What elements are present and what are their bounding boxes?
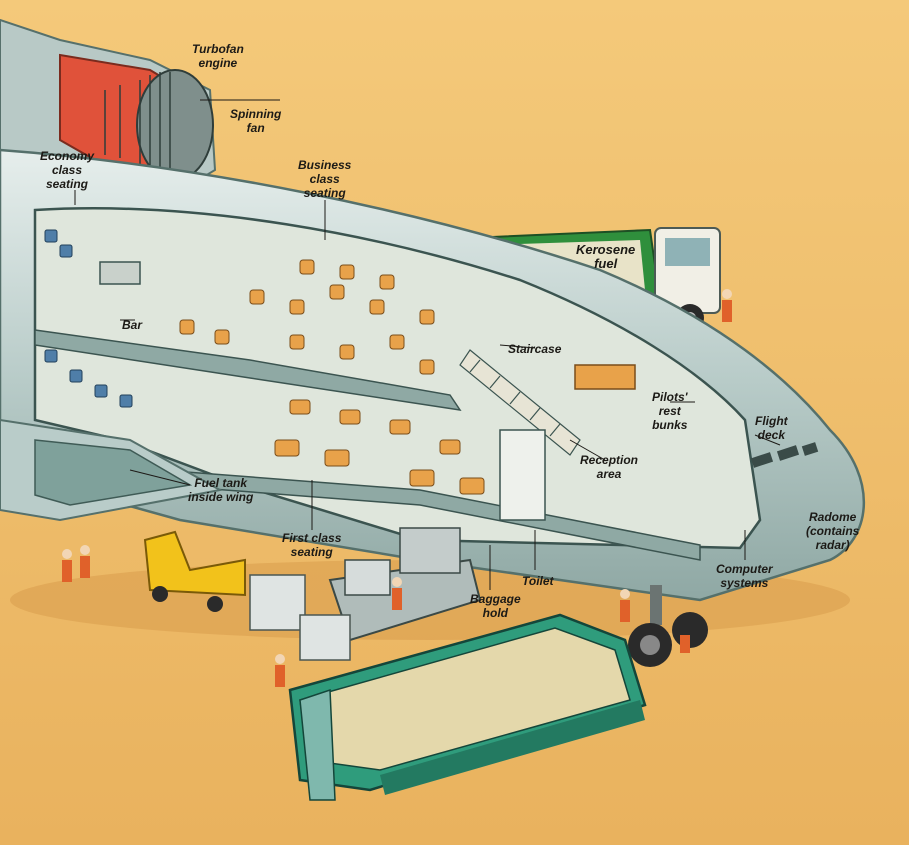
- label-baggage-hold: Baggage hold: [470, 592, 521, 620]
- label-bar: Bar: [122, 318, 142, 332]
- label-spinning-fan: Spinning fan: [230, 107, 281, 135]
- staircase: [459, 349, 581, 456]
- label-turbofan-engine: Turbofan engine: [192, 42, 244, 70]
- label-line: Economy: [40, 149, 95, 163]
- label-line: Flight: [755, 414, 788, 428]
- label-line: radar): [815, 538, 850, 552]
- label-line: seating: [290, 545, 333, 559]
- label-line: fan: [246, 121, 265, 135]
- reception-desk: [574, 364, 636, 390]
- label-line: engine: [198, 56, 238, 70]
- label-line: First class: [282, 531, 342, 545]
- label-line: Pilots': [652, 390, 688, 404]
- label-line: Fuel tank: [194, 476, 248, 490]
- label-flight-deck: Flight deck: [755, 414, 788, 442]
- label-economy-class-seating: Economy class seating: [40, 149, 94, 191]
- label-staircase: Staircase: [508, 342, 561, 356]
- label-line: fuel: [594, 256, 618, 271]
- label-line: bunks: [652, 418, 688, 432]
- label-line: Kerosene: [576, 242, 636, 257]
- passenger-bus: [288, 613, 647, 801]
- economy-seats: [44, 229, 133, 408]
- cabin-cutaway: [33, 207, 762, 550]
- label-line: Radome: [809, 510, 857, 524]
- fuel-tank: [34, 439, 193, 506]
- label-toilet: Toilet: [522, 574, 554, 588]
- bar-counter: [99, 261, 141, 285]
- label-fuel-tank-inside-wing: Fuel tank inside wing: [188, 476, 253, 504]
- label-line: Toilet: [522, 574, 554, 588]
- label-computer-systems: Computer systems: [716, 562, 773, 590]
- label-line: seating: [46, 177, 89, 191]
- label-line: seating: [303, 186, 346, 200]
- label-line: inside wing: [188, 490, 254, 504]
- label-reception-area: Reception area: [580, 453, 638, 481]
- baggage-cart: [143, 530, 246, 612]
- label-line: class: [51, 163, 83, 177]
- label-business-class-seating: Business class seating: [298, 158, 351, 200]
- label-line: class: [309, 172, 340, 186]
- label-line: hold: [482, 606, 508, 620]
- label-pilots-rest-bunks: Pilots' rest bunks: [652, 390, 688, 432]
- spinning-fan: [136, 69, 214, 181]
- label-line: systems: [720, 576, 769, 590]
- label-line: Turbofan: [192, 42, 244, 56]
- leader-lines: [74, 99, 781, 590]
- label-line: Staircase: [508, 342, 562, 356]
- label-line: Business: [298, 158, 352, 172]
- label-line: rest: [658, 404, 681, 418]
- baggage-containers: [249, 574, 351, 661]
- label-kerosene-fuel: Kerosene fuel: [576, 243, 635, 271]
- label-line: Baggage: [470, 592, 521, 606]
- label-line: Computer: [716, 562, 773, 576]
- label-line: Bar: [122, 318, 143, 332]
- label-first-class-seating: First class seating: [282, 531, 341, 559]
- toilet: [499, 429, 546, 521]
- label-line: deck: [757, 428, 785, 442]
- label-line: Reception: [580, 453, 639, 467]
- label-line: (contains: [806, 524, 860, 538]
- label-line: Spinning: [230, 107, 282, 121]
- label-line: area: [596, 467, 622, 481]
- ground-crew: [62, 289, 732, 687]
- first-class-seats: [274, 399, 485, 495]
- label-radome: Radome (contains radar): [806, 510, 859, 552]
- business-seats: [179, 259, 435, 375]
